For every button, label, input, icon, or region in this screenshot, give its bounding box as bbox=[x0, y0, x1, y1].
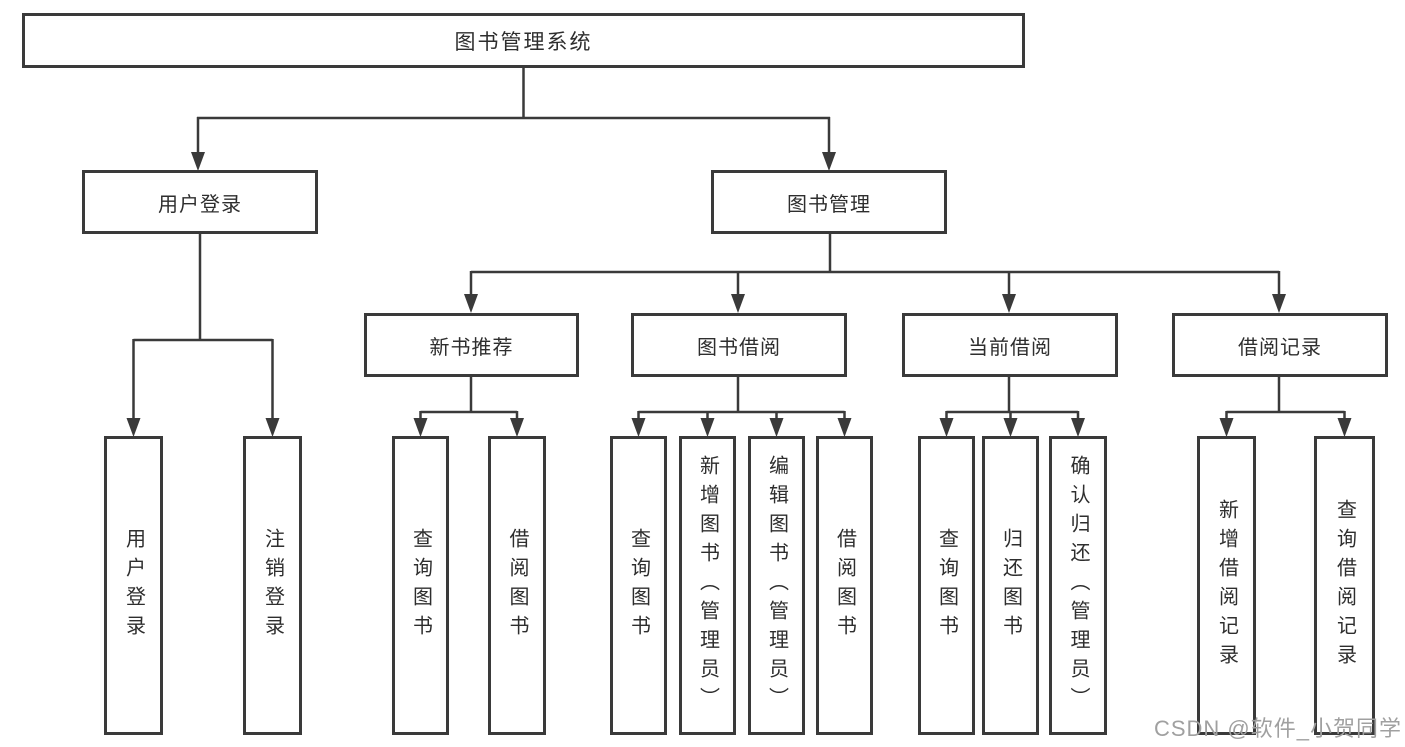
leaf-query-books-borrowing: 查询图书 bbox=[610, 436, 667, 735]
leaf-add-borrow-record: 新增借阅记录 bbox=[1197, 436, 1256, 735]
leaf-add-borrow-record-label: 新增借阅记录 bbox=[1215, 498, 1238, 673]
node-book-management: 图书管理 bbox=[711, 170, 947, 234]
leaf-confirm-return-admin: 确认归还（管理员） bbox=[1049, 436, 1107, 735]
leaf-query-books-current: 查询图书 bbox=[918, 436, 975, 735]
node-book-borrowing-label: 图书借阅 bbox=[697, 336, 781, 359]
node-user-login-label: 用户登录 bbox=[158, 193, 242, 216]
leaf-query-borrow-record-label: 查询借阅记录 bbox=[1333, 498, 1356, 673]
leaf-return-book: 归还图书 bbox=[982, 436, 1039, 735]
leaf-borrow-books-recommend: 借阅图书 bbox=[488, 436, 546, 735]
node-new-book-recommend: 新书推荐 bbox=[364, 313, 579, 377]
node-book-borrowing: 图书借阅 bbox=[631, 313, 847, 377]
node-current-borrowing-label: 当前借阅 bbox=[968, 336, 1052, 359]
leaf-user-login-label: 用户登录 bbox=[122, 527, 145, 644]
leaf-query-books-recommend-label: 查询图书 bbox=[409, 527, 432, 644]
leaf-borrow-books-borrowing-label: 借阅图书 bbox=[833, 527, 856, 644]
arrowheads bbox=[126, 152, 1352, 437]
leaf-confirm-return-admin-label: 确认归还（管理员） bbox=[1067, 455, 1089, 716]
leaf-query-books-borrowing-label: 查询图书 bbox=[627, 527, 650, 644]
leaf-borrow-books-recommend-label: 借阅图书 bbox=[506, 527, 528, 644]
leaf-return-book-label: 归还图书 bbox=[999, 527, 1022, 644]
node-library-system: 图书管理系统 bbox=[22, 13, 1025, 68]
node-borrowing-records-label: 借阅记录 bbox=[1238, 336, 1322, 359]
node-user-login: 用户登录 bbox=[82, 170, 318, 234]
node-library-system-label: 图书管理系统 bbox=[454, 30, 593, 54]
leaf-borrow-books-borrowing: 借阅图书 bbox=[816, 436, 873, 735]
node-new-book-recommend-label: 新书推荐 bbox=[429, 336, 514, 359]
leaf-logout-label: 注销登录 bbox=[261, 527, 284, 644]
leaf-query-books-current-label: 查询图书 bbox=[935, 527, 958, 644]
leaf-add-book-admin: 新增图书（管理员） bbox=[679, 436, 736, 735]
leaf-query-books-recommend: 查询图书 bbox=[392, 436, 449, 735]
leaf-logout: 注销登录 bbox=[243, 436, 302, 735]
leaf-edit-book-admin-label: 编辑图书（管理员） bbox=[765, 455, 788, 716]
node-current-borrowing: 当前借阅 bbox=[902, 313, 1118, 377]
leaf-query-borrow-record: 查询借阅记录 bbox=[1314, 436, 1375, 735]
leaf-add-book-admin-label: 新增图书（管理员） bbox=[696, 455, 719, 716]
leaf-edit-book-admin: 编辑图书（管理员） bbox=[748, 436, 805, 735]
node-borrowing-records: 借阅记录 bbox=[1172, 313, 1388, 377]
node-book-management-label: 图书管理 bbox=[787, 193, 871, 216]
watermark: CSDN @软件_小贺同学 bbox=[1153, 716, 1402, 741]
leaf-user-login: 用户登录 bbox=[104, 436, 163, 735]
